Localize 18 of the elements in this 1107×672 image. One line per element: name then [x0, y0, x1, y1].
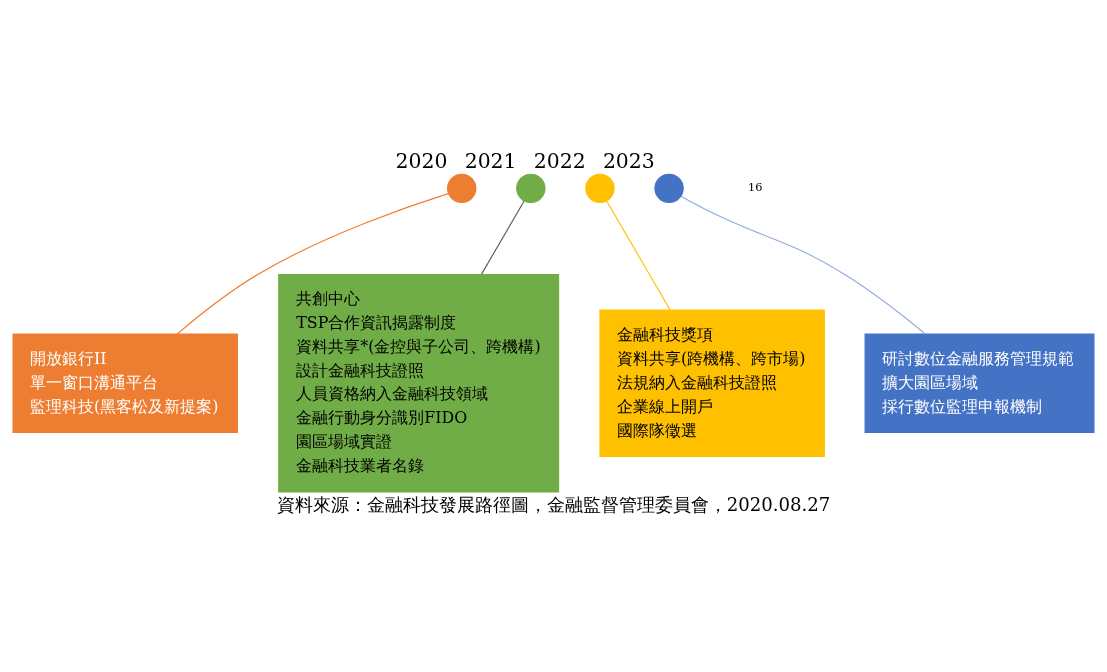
node-label: 2022: [533, 148, 586, 173]
node-box: 研討數位金融服務管理規範 擴大園區場域 採行數位監理申報機制: [864, 332, 1095, 433]
connector: [606, 199, 671, 310]
label: 16: [747, 179, 763, 194]
node-circle: [585, 173, 615, 203]
node-box: 開放銀行II 單一窗口溝通平台 監理科技(黑客松及新提案): [12, 332, 238, 433]
node-label: 2020: [395, 148, 448, 173]
node-circle: [654, 173, 684, 203]
caption: 資料來源：金融科技發展路徑圖，金融監督管理委員會，2020.08.27: [276, 493, 831, 515]
node-label: 2023: [602, 148, 655, 173]
connector: [680, 195, 926, 334]
connector: [176, 192, 449, 334]
node-circle: [447, 173, 477, 203]
connector: [481, 199, 525, 275]
node-box: 共創中心 TSP合作資訊揭露制度 資料共享*(金控與子公司、跨機構) 設計金融科技證照 人員資格納入金融科技領域 金融行動身分識別FIDO 園區場域實證 金融科技業者名錄: [278, 273, 560, 493]
node-box: 金融科技獎項 資料共享(跨機構、跨市場) 法規納入金融科技證照 企業線上開戶 國際隊徵選: [599, 309, 825, 457]
node-circle: [516, 173, 546, 203]
node-label: 2021: [464, 148, 517, 173]
